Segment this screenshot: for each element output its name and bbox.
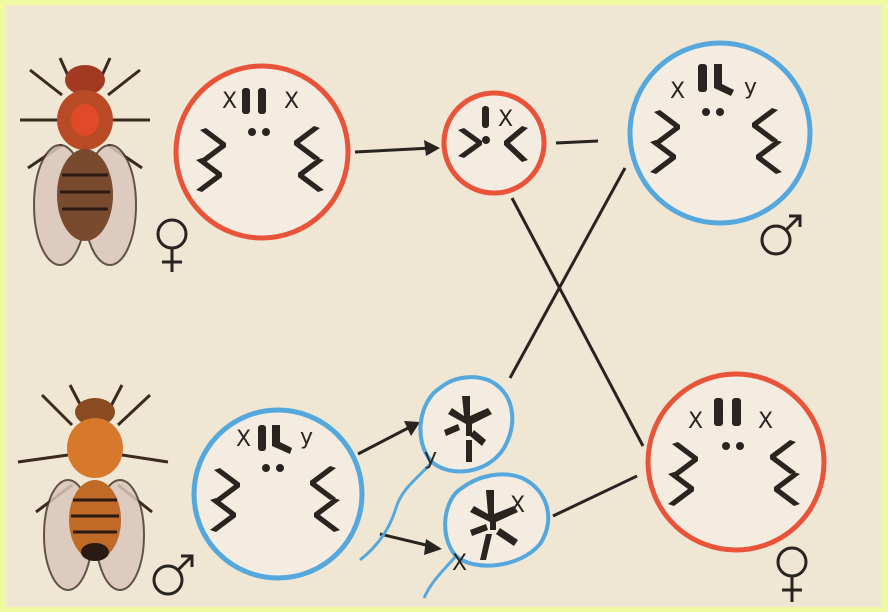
arrow-head [424,539,442,555]
label-x: X [758,409,773,434]
arrow-female-to-egg [355,148,432,152]
label-x: X [510,493,525,518]
inheritance-diagram: X X X y X [6,5,882,607]
line-sperm-x-to-female-offspring [553,476,637,516]
cell-offspring-female: X X [648,374,824,550]
label-x: X [452,551,467,576]
label-x: X [284,89,299,114]
label-y: y [300,425,313,450]
male-symbol-icon [762,216,800,254]
cell-sperm-x: X X [424,474,548,598]
cell-male-parent: X y [194,410,362,578]
cell-female-parent: X X [176,66,348,238]
arrow-male-to-sperm-x [380,534,430,546]
male-symbol-icon [154,556,192,594]
female-symbol-icon [778,548,806,602]
line-egg-to-female-offspring [512,198,643,446]
fly-female-icon [20,58,150,265]
label-x: X [222,89,237,114]
fly-male-icon [18,385,168,590]
label-x: X [670,79,685,104]
label-x: X [498,107,513,132]
line-sperm-y-to-male-offspring [510,168,625,378]
diagram-stage: X X X y X [6,5,882,607]
line-egg-to-male-offspring [556,141,598,143]
cell-offspring-male: X y [630,43,810,223]
label-x: X [236,427,251,452]
arrow-male-to-sperm-y [358,427,410,454]
label-y: y [744,75,757,100]
cell-egg: X [444,93,544,193]
female-symbol-icon [158,220,186,272]
arrow-head [424,140,440,156]
label-x: X [688,409,703,434]
label-y: y [424,445,437,470]
